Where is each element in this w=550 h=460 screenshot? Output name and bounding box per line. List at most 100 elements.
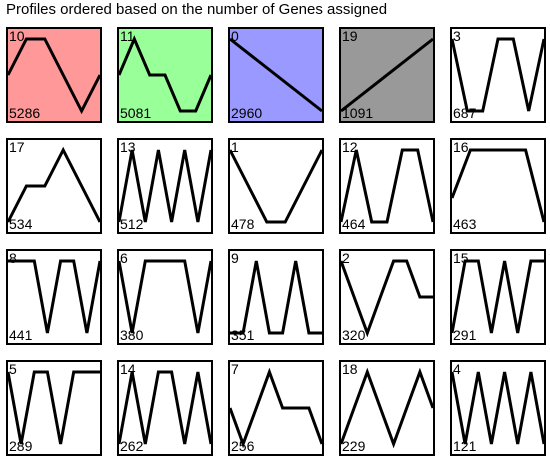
profile-id: 14 [120,361,136,377]
profile-line-chart [117,35,213,113]
profile-box-0[interactable]: 0 2960 [228,27,324,123]
profile-line-chart [450,148,546,223]
profile-box-12[interactable]: 12 464 [339,138,435,234]
profile-line [450,148,546,223]
profile-box-1[interactable]: 1 478 [228,138,324,234]
profile-line [450,371,546,445]
profile-line [230,260,322,335]
profile-line [228,149,324,224]
profile-line [117,149,213,223]
gene-count: 289 [9,438,33,454]
profile-line [8,259,102,334]
profile-line-chart [450,37,546,113]
profile-id: 0 [231,28,239,44]
profile-line-chart [339,259,433,338]
profile-line [450,37,546,113]
profile-id: 15 [453,250,469,266]
profile-line-chart [117,149,213,223]
profile-box-8[interactable]: 8 441 [6,249,102,345]
profile-box-6[interactable]: 6 380 [117,249,213,345]
profile-line-chart [6,370,100,445]
gene-count: 463 [453,216,477,232]
page-title: Profiles ordered based on the number of … [6,1,388,18]
gene-count: 478 [231,216,255,232]
profile-id: 16 [453,139,469,155]
gene-count: 687 [453,105,477,121]
profile-line-chart [117,370,213,445]
profile-box-7[interactable]: 7 256 [228,360,324,456]
gene-count: 229 [342,438,366,454]
profile-box-13[interactable]: 13 512 [117,138,213,234]
profile-line [117,35,213,113]
profile-box-5[interactable]: 5 289 [6,360,102,456]
profile-id: 9 [231,250,239,266]
profile-id: 7 [231,361,239,377]
gene-count: 380 [120,327,144,343]
profile-box-3[interactable]: 3 687 [450,27,546,123]
profile-id: 10 [9,28,25,44]
gene-count: 512 [120,216,144,232]
profile-line-chart [117,259,213,334]
gene-count: 320 [342,327,366,343]
profile-line-chart [6,37,102,115]
profile-line [6,370,100,445]
gene-count: 256 [231,438,255,454]
gene-count: 5081 [120,105,152,121]
profile-line [340,37,434,113]
profile-id: 5 [9,361,17,377]
profile-line [339,259,433,338]
profile-line [339,148,435,224]
gene-count: 441 [9,327,33,343]
profile-id: 12 [342,139,358,155]
profile-id: 19 [342,28,358,44]
profile-id: 11 [120,28,135,44]
profile-line-chart [229,37,323,113]
gene-count: 5286 [9,105,41,121]
gene-count: 464 [342,216,366,232]
profile-line-chart [450,371,546,445]
gene-count: 2960 [231,105,263,121]
gene-count: 262 [120,438,144,454]
profile-box-10[interactable]: 10 5286 [6,27,102,123]
profile-box-18[interactable]: 18 229 [339,360,435,456]
profile-line [117,259,213,334]
profile-line-chart [450,259,544,334]
profile-line-chart [8,259,102,334]
profile-box-17[interactable]: 17 534 [6,138,102,234]
gene-count: 1091 [342,105,374,121]
profile-line-chart [340,37,434,113]
profile-id: 3 [453,28,461,44]
profile-box-14[interactable]: 14 262 [117,360,213,456]
profile-line [6,146,102,223]
profile-id: 18 [342,361,358,377]
profile-box-15[interactable]: 15 291 [450,249,546,345]
gene-count: 534 [9,216,33,232]
profile-line-chart [230,260,322,335]
profile-line [450,259,544,334]
profile-line-chart [228,149,324,224]
profile-id: 4 [453,361,461,377]
profile-id: 13 [120,139,136,155]
profile-id: 17 [9,139,25,155]
profile-line [6,37,102,115]
profile-line [228,367,324,449]
profile-box-19[interactable]: 19 1091 [339,27,435,123]
gene-count: 291 [453,327,477,343]
profile-line [339,367,435,449]
profile-line-chart [339,148,435,224]
profile-line [229,37,323,113]
profile-id: 1 [231,139,239,155]
profile-id: 6 [120,250,128,266]
profile-id: 8 [9,250,17,266]
profile-line-chart [339,367,435,449]
profile-line-chart [6,146,102,223]
gene-count: 351 [231,327,255,343]
profile-box-16[interactable]: 16 463 [450,138,546,234]
profile-box-2[interactable]: 2 320 [339,249,435,345]
profile-line-chart [228,367,324,449]
profile-id: 2 [342,250,350,266]
profile-box-11[interactable]: 11 5081 [117,27,213,123]
profile-box-9[interactable]: 9 351 [228,249,324,345]
